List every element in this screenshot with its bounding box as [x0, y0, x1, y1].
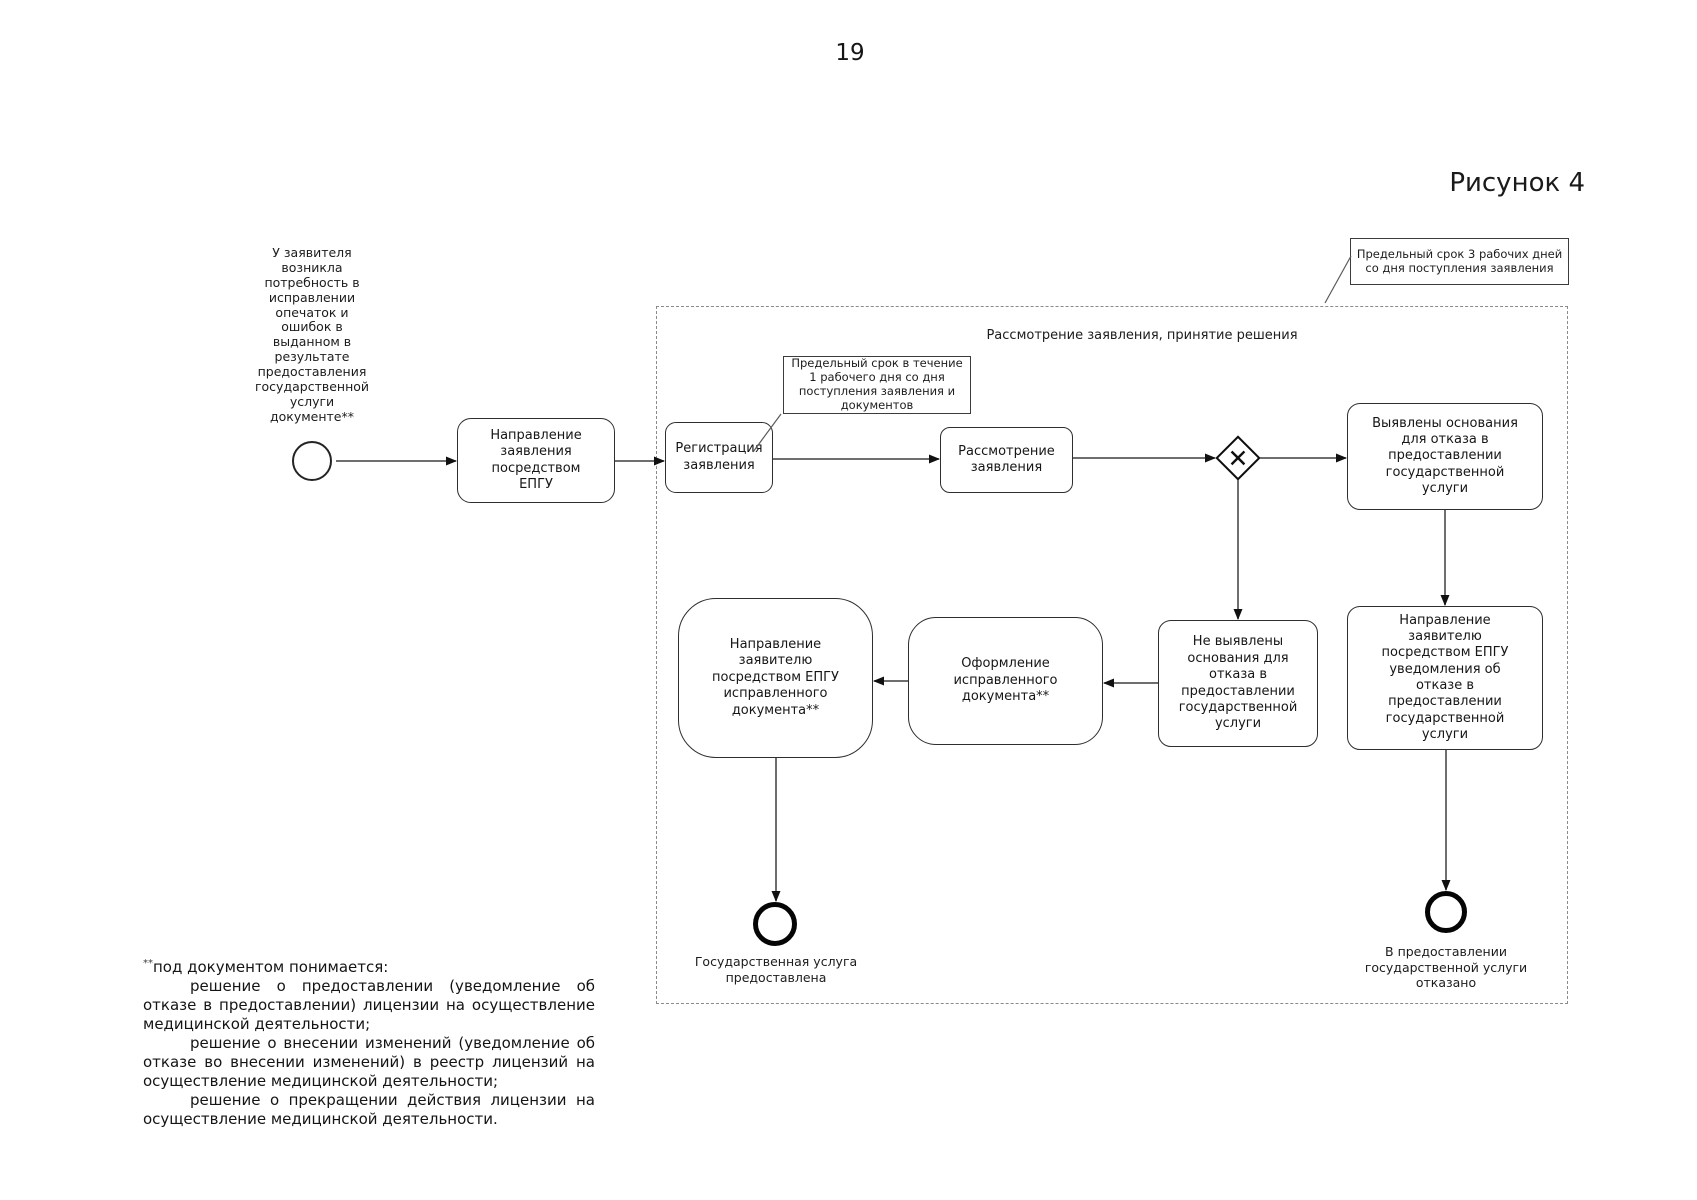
footnote-marker: **	[143, 958, 153, 969]
figure-caption: Рисунок 4	[1449, 168, 1585, 198]
footnote-intro: **под документом понимается:	[143, 958, 389, 976]
task-review: Рассмотрение заявления	[940, 427, 1073, 493]
task-registration: Регистрация заявления	[665, 422, 773, 493]
footnote-paragraph: решение о предоставлении (уведомление об…	[143, 977, 595, 1034]
task-send-corrected-document: Направление заявителю посредством ЕПГУ и…	[678, 598, 873, 758]
page-number: 19	[835, 40, 865, 66]
start-event-circle	[292, 441, 332, 481]
task-prepare-corrected-document: Оформление исправленного документа**	[908, 617, 1103, 745]
x-gateway-icon: ✕	[1227, 443, 1249, 473]
note-deadline-3-days: Предельный срок 3 рабочих дней со дня по…	[1350, 238, 1569, 285]
footnote-paragraph: решение о внесении изменений (уведомлени…	[143, 1034, 595, 1091]
subprocess-container	[656, 306, 1568, 1004]
task-send-application: Направление заявления посредством ЕПГУ	[457, 418, 615, 503]
callout-line-note-3-days	[1324, 255, 1352, 304]
subprocess-title: Рассмотрение заявления, принятие решения	[986, 328, 1298, 343]
footnote-paragraph: решение о прекращении действия лицензии …	[143, 1091, 595, 1129]
note-deadline-1-day: Предельный срок в течение 1 рабочего дня…	[783, 356, 971, 414]
task-no-grounds: Не выявлены основания для отказа в предо…	[1158, 620, 1318, 747]
task-grounds-found: Выявлены основания для отказа в предоста…	[1347, 403, 1543, 510]
start-annotation: У заявителя возникла потребность в испра…	[254, 245, 370, 424]
end-event-provided-label: Государственная услуга предоставлена	[694, 954, 858, 985]
end-event-provided	[753, 902, 797, 946]
footnote: **под документом понимается: решение о п…	[143, 958, 595, 1129]
end-event-refused	[1425, 891, 1467, 933]
task-send-refusal-notice: Направление заявителю посредством ЕПГУ у…	[1347, 606, 1543, 750]
end-event-refused-label: В предоставлении государственной услуги …	[1364, 944, 1528, 991]
